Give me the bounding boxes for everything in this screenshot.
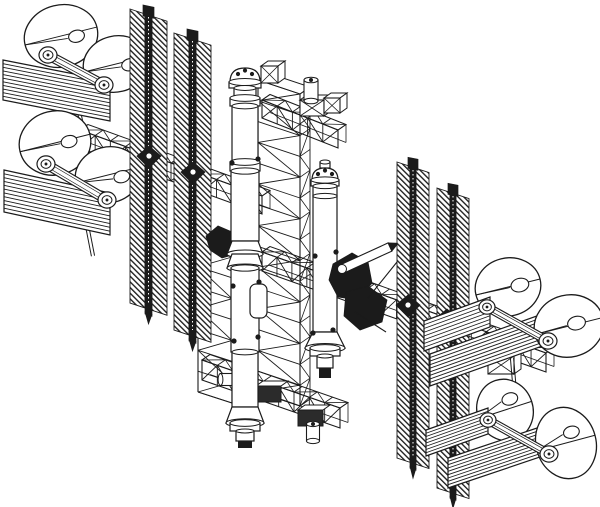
pallet-cylinder (305, 420, 321, 445)
dish-hub-4 (97, 191, 117, 209)
dish-hub-5 (478, 299, 496, 315)
dish-hub-6 (538, 332, 558, 350)
vehicle-strut-1 (367, 261, 398, 299)
solar-concentrator-dish-6 (533, 294, 600, 358)
module-side-pod (249, 283, 268, 319)
dish-hub-7 (479, 412, 497, 428)
port-solar-array-blanket-2 (173, 28, 212, 353)
branch-antenna-cylinder (303, 76, 319, 105)
lower-starboard-radiator-inner (425, 407, 489, 457)
branch-equipment-wedge (322, 92, 349, 114)
dish-hub-1 (38, 46, 58, 64)
vehicle-strut-2 (354, 311, 387, 333)
lower-left-radiator-panel (3, 169, 111, 236)
upper-starboard-radiator-inner (423, 296, 491, 352)
port-alpha-joint-2 (180, 161, 206, 185)
lower-left-torque-tube (42, 159, 111, 205)
docked-vehicle-aft (343, 285, 388, 331)
starboard-solar-array-blanket-1 (396, 156, 430, 480)
module-2-fittings (310, 249, 339, 336)
upper-starboard-branch-truss (260, 93, 348, 149)
dish-hub-8 (539, 445, 559, 463)
solar-concentrator-dish-3 (18, 110, 92, 176)
starboard-alpha-joint-1 (395, 294, 421, 318)
dish-hub-3 (36, 155, 56, 173)
keel-top-equipment-box (259, 60, 287, 84)
manipulator-arm (337, 242, 399, 274)
port-alpha-joint-1 (136, 145, 162, 169)
center-keel-truss (256, 72, 312, 407)
vertical-module-stack-1 (225, 67, 265, 448)
truss-pallet-1 (254, 380, 290, 403)
upper-left-radiator-panel (2, 59, 111, 122)
vertical-module-stack-2 (304, 159, 346, 378)
module-1-fittings (229, 156, 262, 344)
dish-hub-2 (94, 76, 114, 94)
